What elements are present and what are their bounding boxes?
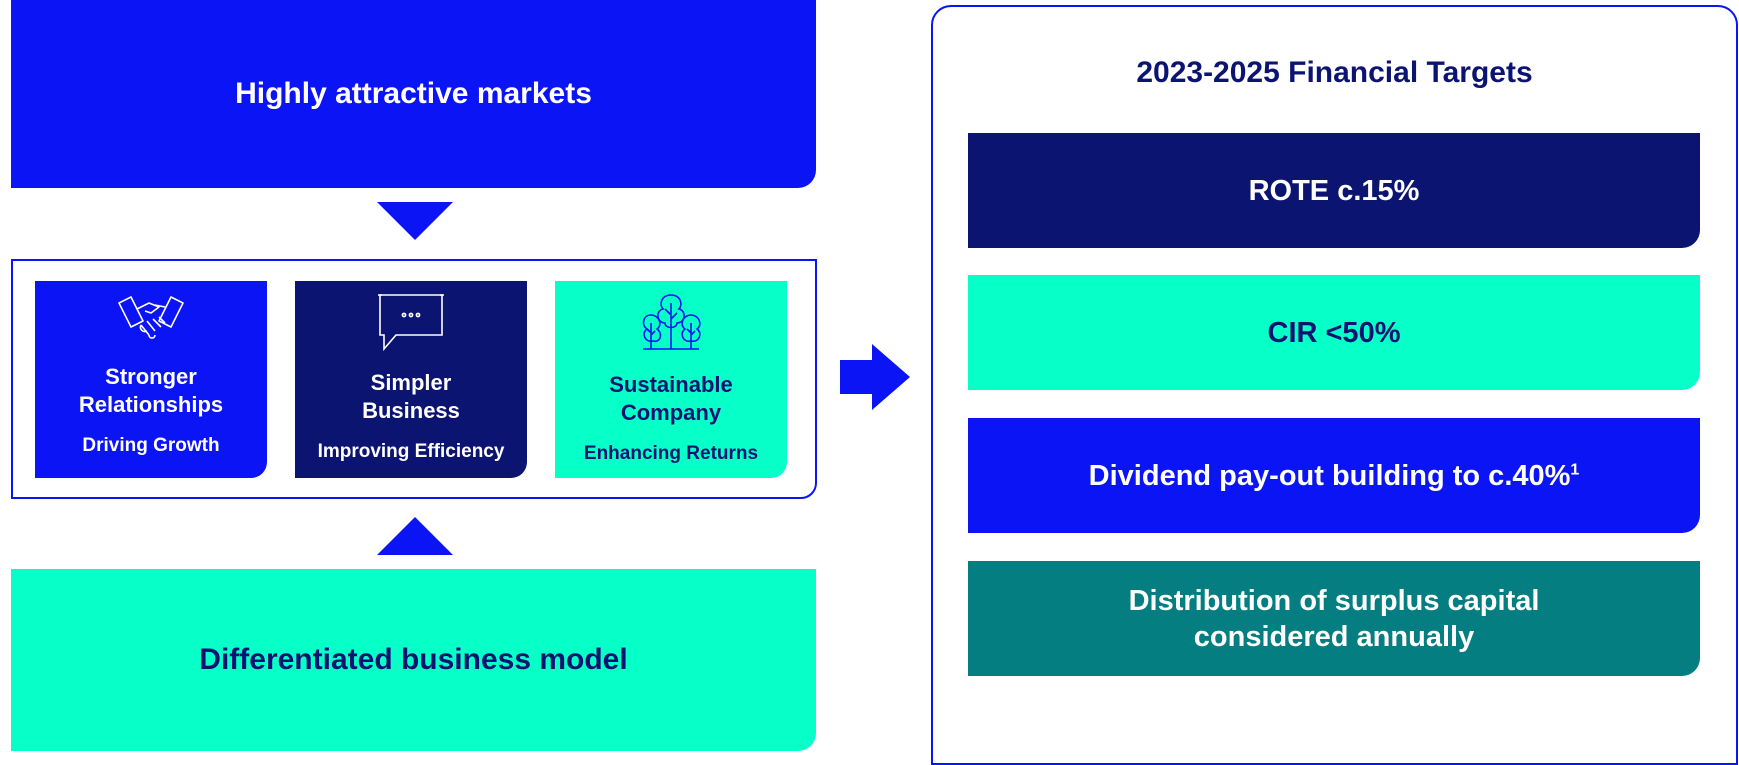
pillar-subtitle: Enhancing Returns xyxy=(583,443,759,464)
pillar-subtitle: Driving Growth xyxy=(82,435,220,456)
pillar-subtitle: Improving Efficiency xyxy=(317,441,505,462)
right-arrow-icon xyxy=(840,344,910,410)
chat-bubble-icon xyxy=(378,294,444,352)
attractive-markets-box: Highly attractive markets xyxy=(11,0,816,188)
pillar-simpler-business: Simpler Business Improving Efficiency xyxy=(295,281,527,478)
pillar-title-line1: Sustainable xyxy=(609,372,733,397)
pillar-title-line2: Relationships xyxy=(78,392,224,417)
pillar-stronger-relationships: Stronger Relationships Driving Growth xyxy=(35,281,267,478)
target-label-line1: Distribution of surplus capital xyxy=(1128,584,1540,617)
target-label: CIR <50% xyxy=(1267,316,1401,349)
down-triangle-icon xyxy=(377,202,453,240)
target-label-line2: considered annually xyxy=(1193,620,1475,653)
footnote-marker: 1 xyxy=(1570,460,1580,478)
pillar-title-line2: Company xyxy=(620,400,722,425)
target-cir: CIR <50% xyxy=(968,275,1700,390)
target-label: Dividend pay-out building to c.40% xyxy=(1088,459,1571,492)
target-surplus-capital: Distribution of surplus capital consider… xyxy=(968,561,1700,676)
financial-targets-title: 2023-2025 Financial Targets xyxy=(1136,56,1533,89)
trees-icon xyxy=(642,294,701,350)
differentiated-model-box: Differentiated business model xyxy=(11,569,816,751)
attractive-markets-label: Highly attractive markets xyxy=(235,77,592,110)
differentiated-model-label: Differentiated business model xyxy=(199,643,628,676)
up-triangle-icon xyxy=(377,517,453,555)
strategy-pillars-frame xyxy=(11,259,817,499)
target-dividend: Dividend pay-out building to c.40%1 xyxy=(968,418,1700,533)
target-label: ROTE c.15% xyxy=(1248,174,1420,207)
pillar-title-line1: Simpler xyxy=(370,370,452,395)
target-rote: ROTE c.15% xyxy=(968,133,1700,248)
pillar-title-line1: Stronger xyxy=(105,364,197,389)
handshake-icon xyxy=(118,296,184,339)
pillar-title-line2: Business xyxy=(362,398,460,423)
pillar-sustainable-company: Sustainable Company Enhancing Returns xyxy=(555,281,787,478)
